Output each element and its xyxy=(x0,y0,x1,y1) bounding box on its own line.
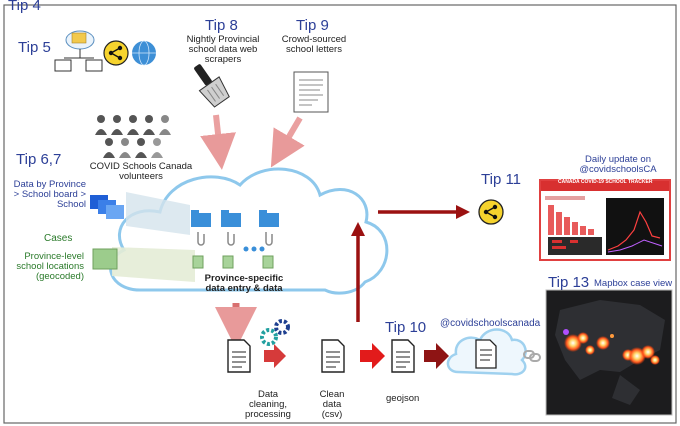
letter-document-icon xyxy=(293,71,329,113)
province-sheets xyxy=(192,255,274,269)
tip8-label: Tip 8 xyxy=(205,17,238,34)
clean-data-label: Clean data (csv) xyxy=(319,389,345,420)
to-share-arrowhead xyxy=(456,205,470,219)
raw-data-document-icon xyxy=(227,339,251,373)
beam-data xyxy=(126,192,190,235)
mapbox-label: Mapbox case view xyxy=(594,278,673,289)
tip5-label: Tip 5 xyxy=(18,39,51,56)
scraper-arrow xyxy=(200,114,236,170)
to-geojson-arrow xyxy=(360,343,385,369)
geojson-document-icon xyxy=(391,339,415,373)
mapbox-map xyxy=(545,289,673,416)
volunteers-people-icon xyxy=(95,115,171,158)
tip4-label: Tip 4 xyxy=(8,0,41,14)
beam-cases xyxy=(112,247,195,282)
volunteers-label: COVID Schools Canada volunteers xyxy=(89,161,193,182)
tip6-7-label: Tip 6,7 xyxy=(16,151,62,168)
upward-arrowhead xyxy=(351,222,365,236)
school-tracker-dashboard xyxy=(539,179,671,261)
clean-data-document-icon xyxy=(321,339,345,373)
geojson-label: geojson xyxy=(386,393,420,404)
cases-sheet-icon xyxy=(92,248,118,270)
dot xyxy=(259,246,265,252)
data-entry-label: Province-specific data entry & data xyxy=(204,273,284,294)
tip8-description: Nightly Provincial school data web scrap… xyxy=(186,34,260,65)
tip9-description: Crowd-sourced school letters xyxy=(281,34,347,55)
dashboard-title: CANADA COVID-19 SCHOOL TRACKER xyxy=(558,179,653,185)
chain-link-icon xyxy=(523,350,541,362)
network-computers-icon xyxy=(54,30,103,72)
processing-arrow xyxy=(264,344,286,368)
tip10-label: Tip 10 xyxy=(385,319,427,336)
data-stack-icon xyxy=(90,195,124,219)
dot xyxy=(243,246,249,252)
github-document-icon xyxy=(475,339,497,369)
web-globe-icon xyxy=(132,40,156,66)
tip11-share-icon xyxy=(478,199,504,225)
to-github-arrow xyxy=(424,343,449,369)
share-icon xyxy=(103,40,129,66)
school-locations-label: Province-level school locations (geocode… xyxy=(16,251,84,282)
web-scraper-icon xyxy=(194,64,230,108)
province-folders xyxy=(191,210,279,227)
github-handle: @covidschoolscanada xyxy=(440,318,541,329)
daily-update-label: Daily update on @covidschoolsCA xyxy=(579,154,657,175)
tip11-label: Tip 11 xyxy=(481,171,522,188)
dot xyxy=(251,246,257,252)
data-by-province-label: Data by Province > School board > School xyxy=(13,179,86,210)
outer-frame xyxy=(3,4,677,424)
tip13-label: Tip 13 xyxy=(548,274,590,291)
tip9-label: Tip 9 xyxy=(296,17,329,34)
cleaning-label: Data cleaning, processing xyxy=(245,389,291,420)
link-clips xyxy=(197,232,273,246)
letters-arrow xyxy=(270,116,305,168)
cases-label: Cases xyxy=(44,233,73,244)
gears-icon xyxy=(260,319,290,346)
